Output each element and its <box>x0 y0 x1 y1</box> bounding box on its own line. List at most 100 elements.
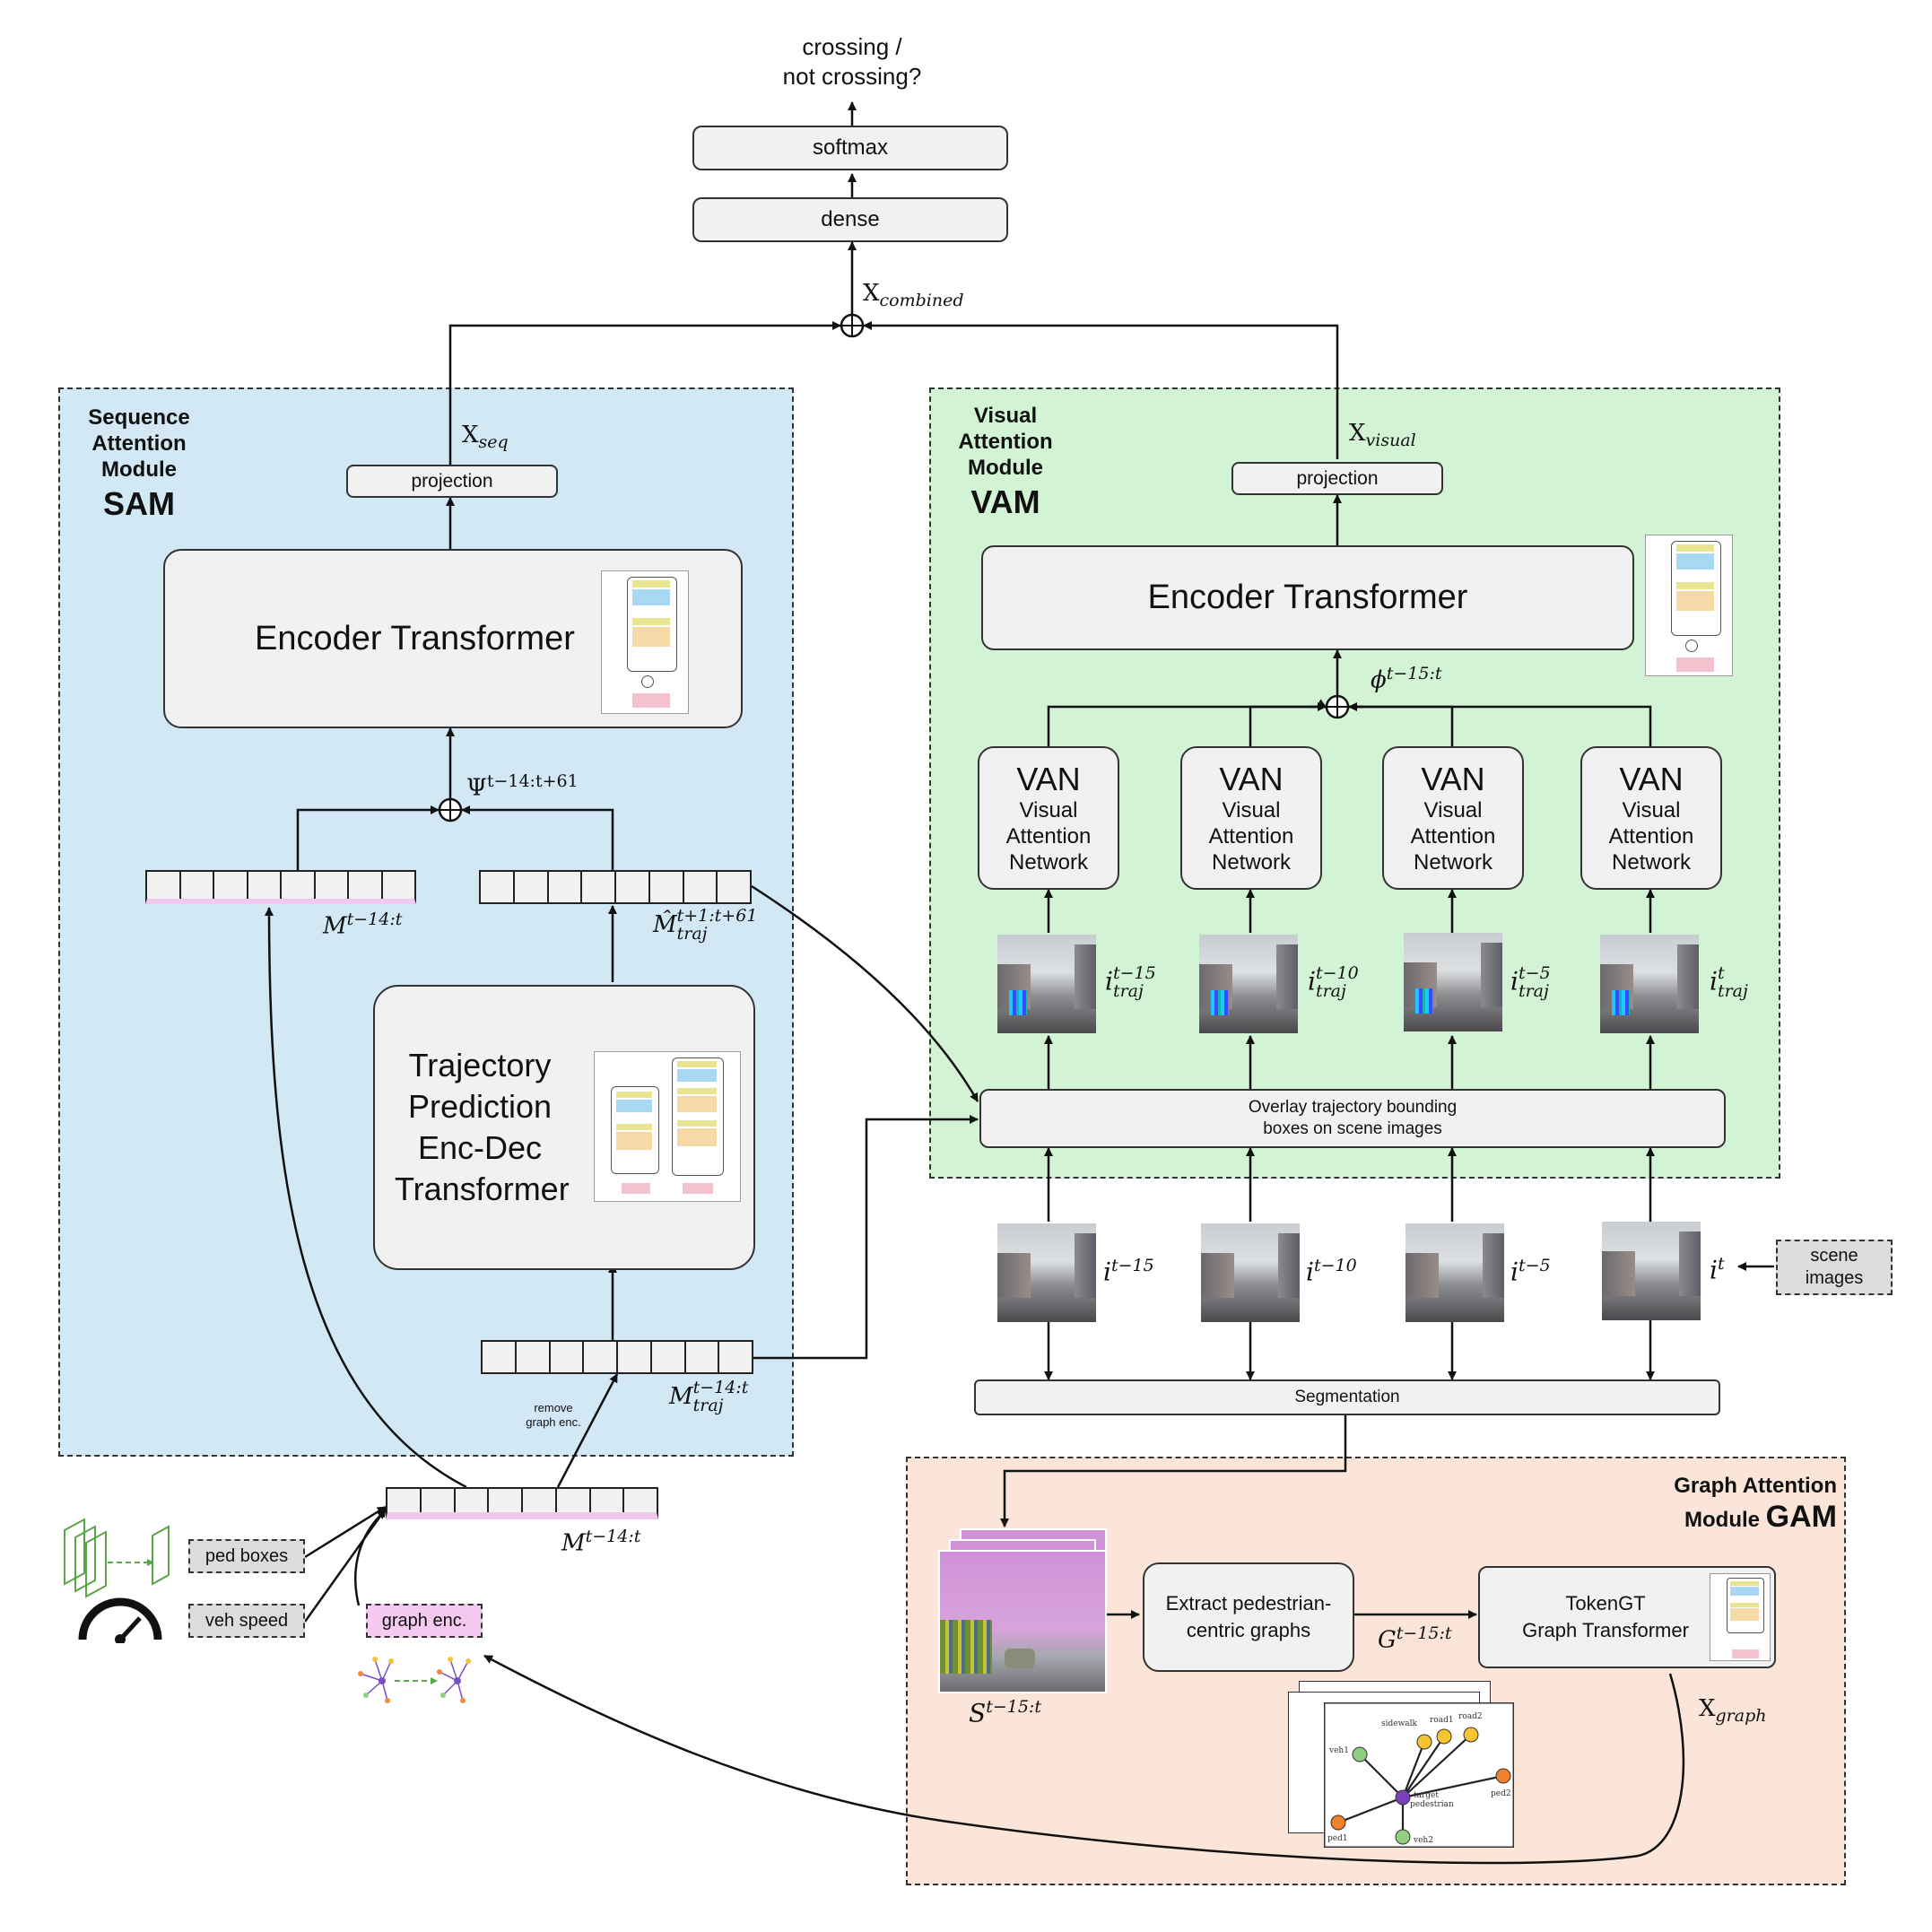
van-line-3: Network <box>1008 849 1089 875</box>
mhat-traj-vector <box>479 870 752 904</box>
overlay-box: Overlay trajectory bounding boxes on sce… <box>979 1089 1726 1148</box>
gam-title: Graph Attention Module GAM <box>1622 1471 1837 1536</box>
graph-node-label: ped2 <box>1491 1789 1511 1798</box>
traj-image-4 <box>1600 935 1699 1033</box>
m-history-vector <box>145 870 416 904</box>
traj-image-3 <box>1404 933 1502 1031</box>
psi-label: Ψt−14:t+61 <box>466 771 579 802</box>
dense-label: dense <box>821 207 880 231</box>
veh-speed-input: veh speed <box>188 1604 305 1638</box>
segmentation-label: Segmentation <box>1294 1388 1400 1406</box>
gam-abbr: GAM <box>1765 1500 1837 1534</box>
scene-image-4 <box>1602 1222 1701 1320</box>
mhat-sup: t+1:t+61 <box>676 906 758 926</box>
van-title: VAN <box>1016 760 1081 797</box>
overlay-line-2: boxes on scene images <box>1263 1119 1442 1138</box>
ped-boxes-label: ped boxes <box>205 1545 289 1566</box>
x-visual-sub: visual <box>1365 431 1416 451</box>
g-sup: t−15:t <box>1396 1623 1452 1643</box>
remove-line-1: remove <box>534 1401 573 1414</box>
van-line-3: Network <box>1211 849 1292 875</box>
x-combined-label: Xcombined <box>863 280 964 311</box>
m-input-vector <box>386 1487 658 1519</box>
tokengt-diagram-thumb <box>1710 1573 1771 1661</box>
van-box-4: VAN Visual Attention Network <box>1580 746 1722 890</box>
s-sup: t−15:t <box>986 1697 1041 1717</box>
x-graph-label: Xgraph <box>1699 1695 1767 1727</box>
scene-image-label-2: it−10 <box>1306 1256 1357 1287</box>
van-line-2: Attention <box>1208 823 1294 849</box>
van-box-1: VAN Visual Attention Network <box>978 746 1119 890</box>
van-title: VAN <box>1219 760 1284 797</box>
x-visual-label: Xvisual <box>1349 420 1416 451</box>
vam-encoder-label: Encoder Transformer <box>1147 579 1468 616</box>
van-title: VAN <box>1421 760 1485 797</box>
traj-image-1 <box>997 935 1096 1033</box>
sam-encoder-label: Encoder Transformer <box>255 619 575 657</box>
vam-abbr: VAM <box>970 483 1040 521</box>
traj-line-4: Transformer <box>395 1171 570 1207</box>
van-line-3: Network <box>1413 849 1493 875</box>
traj-line-3: Enc-Dec <box>417 1129 543 1166</box>
remove-graph-enc-note: remove graph enc. <box>513 1401 594 1430</box>
mhat-sub: traj <box>676 923 708 944</box>
phi-label: ϕt−15:t <box>1371 664 1442 694</box>
van-line-2: Attention <box>1005 823 1092 849</box>
van-title: VAN <box>1619 760 1684 797</box>
extract-graphs-box: Extract pedestrian- centric graphs <box>1143 1562 1354 1672</box>
sam-title-2: Attention <box>91 431 187 456</box>
graph-enc-icon <box>358 1657 471 1703</box>
vam-encoder-diagram-thumb <box>1645 535 1733 676</box>
graph-node-label: ped1 <box>1327 1834 1348 1843</box>
veh-speed-label: veh speed <box>205 1610 289 1631</box>
ped-boxes-input: ped boxes <box>188 1539 305 1573</box>
van-box-2: VAN Visual Attention Network <box>1180 746 1322 890</box>
scene-images-line-2: images <box>1805 1268 1864 1288</box>
sam-projection-label: projection <box>411 470 493 492</box>
sam-encoder-diagram-thumb <box>601 570 689 714</box>
vam-title-1: Visual <box>973 404 1038 428</box>
vam-projection-label: projection <box>1296 467 1379 489</box>
ped-boxes-icon <box>64 1518 170 1598</box>
gam-title-1: Graph Attention <box>1674 1474 1837 1498</box>
extract-line-1: Extract pedestrian- <box>1165 1592 1332 1614</box>
phi-sup: t−15:t <box>1386 664 1442 683</box>
tokengt-line-2: Graph Transformer <box>1522 1619 1689 1641</box>
extract-line-2: centric graphs <box>1186 1619 1311 1641</box>
scene-images-line-1: scene <box>1810 1246 1858 1266</box>
scene-image-1 <box>997 1223 1096 1322</box>
m-history-sup: t−14:t <box>346 909 403 929</box>
output-line-2: not crossing? <box>782 63 922 90</box>
graph-node-label: road1 <box>1430 1716 1454 1725</box>
m-traj-vector <box>481 1340 753 1374</box>
scene-image-label-3: it−5 <box>1510 1256 1551 1287</box>
mtraj-sup: t−14:t <box>692 1378 749 1397</box>
scene-image-label-4: it <box>1710 1254 1725 1285</box>
graph-node-label: target <box>1414 1791 1439 1800</box>
vam-title-3: Module <box>968 455 1043 480</box>
psi-sup: t−14:t+61 <box>486 771 579 791</box>
x-graph-sub: graph <box>1715 1706 1767 1727</box>
sam-abbr: SAM <box>103 485 175 523</box>
segmentation-box: Segmentation <box>974 1379 1720 1415</box>
vam-projection-box: projection <box>1231 462 1443 495</box>
van-line-1: Visual <box>1222 797 1281 822</box>
graph-enc-label: graph enc. <box>381 1610 467 1631</box>
m-input-sup: t−14:t <box>585 1527 641 1546</box>
van-line-2: Attention <box>1410 823 1496 849</box>
graph-node-label: pedestrian <box>1410 1800 1454 1809</box>
x-seq-label: Xseq <box>462 422 509 453</box>
traj-encdec-diagram-thumb <box>594 1051 741 1202</box>
sam-projection-box: projection <box>346 465 558 498</box>
van-box-3: VAN Visual Attention Network <box>1382 746 1524 890</box>
van-line-1: Visual <box>1019 797 1078 822</box>
graph-node-label: veh2 <box>1413 1836 1433 1845</box>
van-line-3: Network <box>1611 849 1692 875</box>
dense-box: dense <box>692 197 1008 242</box>
traj-line-1: Trajectory <box>408 1047 552 1083</box>
